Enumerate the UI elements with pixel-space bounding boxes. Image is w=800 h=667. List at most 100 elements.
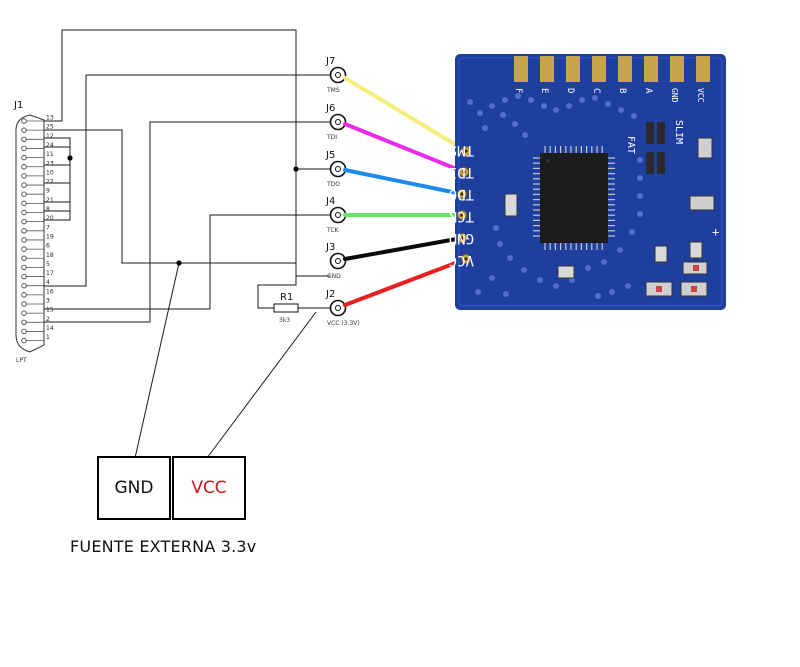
connector-pin: [21, 310, 27, 316]
wire-stub-5: [44, 137, 71, 147]
header-label-tms: TMS: [449, 142, 474, 158]
jack-signal: TDO: [326, 181, 340, 188]
header-label-tck: TCK: [448, 208, 474, 224]
board-edge: [458, 57, 723, 307]
edge-pad: [514, 56, 528, 82]
connector-pin: [21, 273, 27, 280]
connector-shell: [15, 114, 45, 353]
jack-signal: TCK: [326, 227, 340, 234]
connector-pin-number: 2: [46, 316, 50, 323]
connector-pin: [21, 145, 27, 152]
connector-pin: [21, 255, 27, 261]
chip-pin1-mark: [546, 159, 550, 163]
connector-pin: [21, 328, 27, 335]
header-label-tdo: TDO: [449, 186, 474, 202]
wire-tck: [44, 214, 330, 310]
connector-pin: [21, 164, 27, 170]
connector-pin-number: 17: [46, 270, 54, 277]
connector-pin: [21, 246, 27, 252]
wire-gnd-black: [343, 236, 464, 261]
connector-pin: [21, 218, 27, 225]
header-pin-drill: [460, 213, 464, 217]
qfp-chip: [533, 146, 615, 250]
connector-pin: [21, 228, 27, 234]
lpt-connector: J1 1325122411231022921820719618517416315…: [13, 100, 54, 364]
edge-pad: [540, 56, 554, 82]
smd-component: [689, 241, 703, 259]
connector-pin: [21, 264, 27, 271]
connector-pin-number: 25: [46, 124, 54, 131]
pad-label: GND: [670, 88, 679, 103]
jack-center: [335, 166, 341, 172]
mode-label-slim: SLIM: [673, 120, 684, 144]
chip-legs: [533, 146, 615, 250]
jack-j3: J3 GND: [325, 242, 347, 280]
external-supply-caption: FUENTE EXTERNA 3.3v: [70, 537, 257, 556]
jack-column: J7 TMS J6 TDI J5 TDO J4 TCK J3: [325, 56, 360, 327]
jack-center: [335, 212, 341, 218]
header-pin-drill: [464, 149, 468, 153]
connector-pin: [21, 182, 27, 188]
jack-signal: VCC (3.3V): [327, 320, 360, 327]
smd-pad: [646, 122, 654, 144]
jack-center: [335, 258, 341, 264]
connector-pin-number: 13: [46, 115, 54, 122]
connector-pin-number: 3: [46, 298, 50, 305]
wire-tms-yellow: [343, 76, 468, 153]
header-pin-drill: [462, 170, 466, 174]
wire-pin13: [44, 29, 297, 309]
diode-band: [656, 286, 662, 292]
resistor-body: [273, 303, 299, 313]
jack-ref: J6: [325, 103, 335, 114]
connector-pin-number: 11: [46, 151, 54, 158]
edge-pad: [644, 56, 658, 82]
wire-ext-gnd: [134, 262, 180, 459]
jack-j6: J6 TDI: [325, 103, 347, 141]
jack-center: [335, 72, 341, 78]
smd-pad: [657, 152, 665, 174]
connector-pin-number: 6: [46, 243, 50, 250]
wire-tms: [44, 74, 330, 287]
connector-pin-number: 5: [46, 261, 50, 268]
connector-pin: [21, 173, 27, 179]
wire-ext-vcc: [206, 311, 317, 459]
diode-band: [693, 265, 699, 271]
jack-j2: J2 VCC (3.3V): [325, 289, 360, 327]
connector-pin: [21, 337, 27, 344]
connector-pin-number: 14: [46, 325, 54, 332]
edge-pad: [566, 56, 580, 82]
connector-pin: [21, 118, 27, 124]
connector-pin: [21, 301, 27, 307]
diode-band: [691, 286, 697, 292]
connector-pin-number: 12: [46, 133, 54, 140]
jack-ref: J5: [325, 150, 335, 161]
connector-pin-number: 23: [46, 160, 54, 167]
smd-component: [654, 245, 668, 263]
wire-vcc-red: [343, 257, 468, 307]
connector-pin-number: 19: [46, 233, 54, 240]
header-pins: [457, 146, 471, 264]
header-label-tdi: TDI: [449, 164, 474, 180]
resistor-r1: R1 3k3: [273, 292, 299, 324]
smd-pad: [646, 152, 654, 174]
jack-ref: J3: [325, 242, 335, 253]
smd-component: [557, 265, 575, 279]
connector-pin: [21, 237, 27, 243]
jack-ref: J7: [325, 56, 335, 67]
jack-j7: J7 TMS: [325, 56, 347, 94]
connector-pin: [21, 136, 27, 142]
edge-pads: [514, 56, 710, 82]
jack-signal: TMS: [326, 87, 340, 94]
polarity-plus: +: [712, 225, 719, 239]
wire-pin25-gnd: [44, 129, 330, 277]
connector-pins: 1325122411231022921820719618517416315214…: [21, 115, 54, 344]
connector-pin-number: 21: [46, 197, 54, 204]
smd-pad: [657, 122, 665, 144]
connector-pin-number: 9: [46, 188, 50, 195]
junction-dots: [67, 155, 299, 266]
connector-pin-number: 15: [46, 307, 54, 314]
connector-pin-number: 7: [46, 224, 50, 231]
connector-pin: [21, 154, 27, 161]
jack-ref: J2: [325, 289, 335, 300]
